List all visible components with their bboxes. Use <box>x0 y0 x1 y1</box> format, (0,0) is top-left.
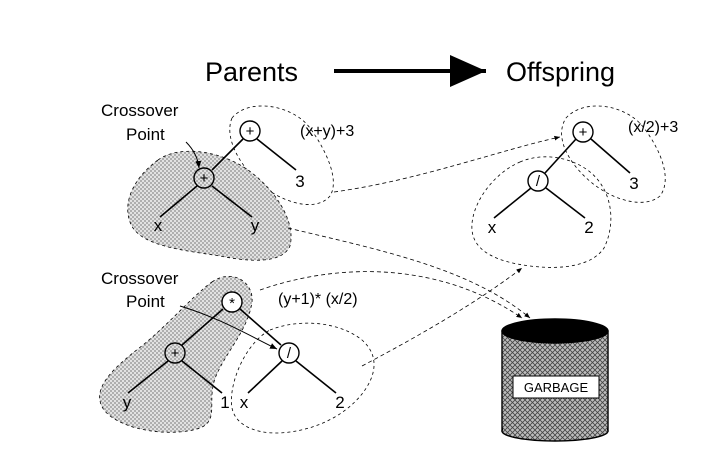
offspring-tree: + / 3 x 2 (x/2)+3 <box>471 105 678 268</box>
parents-title: Parents <box>205 57 298 87</box>
parent1-inner-symbol: + <box>200 170 209 187</box>
parent1-crossover-label-2: Point <box>126 125 165 144</box>
edge <box>211 138 244 171</box>
parent1-inner-node <box>193 167 215 189</box>
parent1-crossover-label-1: Crossover <box>101 101 179 120</box>
edge <box>239 308 282 346</box>
edge <box>127 360 169 394</box>
parent1-crossover-pointer <box>185 141 202 169</box>
parent2-root-node <box>221 291 243 313</box>
edge <box>247 360 283 394</box>
offspring-root-node <box>572 121 594 143</box>
parent2-left-inner-symbol: + <box>171 345 180 362</box>
parent1-tree: + + 3 x y (x+y)+3 Crossover Point <box>101 101 354 261</box>
parent1-leaf-3: 3 <box>295 172 304 191</box>
arrow-p1-subtree-to-garbage <box>287 227 531 319</box>
garbage-label: GARBAGE <box>524 380 589 395</box>
edge <box>181 360 223 394</box>
offspring-leaf-2: 2 <box>584 218 593 237</box>
parent2-expression: (y+1)* (x/2) <box>278 291 358 308</box>
offspring-leaf-3: 3 <box>629 174 638 193</box>
edge <box>181 308 224 346</box>
parent2-leaf-y: y <box>123 393 132 412</box>
parent1-subtree-region <box>127 150 292 261</box>
offspring-root-region <box>561 105 666 203</box>
transfer-arrows <box>259 135 561 367</box>
parent2-leaf-1: 1 <box>220 393 229 412</box>
offspring-subtree-region <box>471 156 612 268</box>
offspring-inner-symbol: / <box>536 173 541 190</box>
parent2-tree: * + / y 1 x 2 (y+1)* (x/2) Crossover Poi… <box>99 269 375 434</box>
offspring-title: Offspring <box>506 57 615 87</box>
offspring-inner-node <box>527 170 549 192</box>
garbage-can: GARBAGE <box>501 318 609 442</box>
parent2-right-inner-node <box>278 342 300 364</box>
edge <box>295 360 337 394</box>
edge <box>493 187 532 219</box>
offspring-root-symbol: + <box>579 124 588 141</box>
parent2-right-inner-symbol: / <box>287 345 292 362</box>
parent1-root-node <box>239 120 261 142</box>
parent2-subtree-region <box>99 276 253 433</box>
parent2-root-symbol: * <box>229 295 235 312</box>
offspring-leaf-x: x <box>488 218 497 237</box>
parent2-left-inner-node <box>164 342 186 364</box>
edge <box>544 138 577 174</box>
parent1-leaf-x: x <box>154 216 163 235</box>
offspring-expression: (x/2)+3 <box>628 119 678 136</box>
parent2-crossover-label-1: Crossover <box>101 269 179 288</box>
parent2-leaf-2: 2 <box>335 393 344 412</box>
edge <box>211 185 253 218</box>
edge <box>159 185 198 218</box>
parent2-crossover-pointer <box>179 305 278 350</box>
parent2-kept-region <box>230 322 375 434</box>
arrow-p1-root-to-offspring <box>333 135 561 193</box>
edge <box>256 138 297 171</box>
parent2-crossover-label-2: Point <box>126 292 165 311</box>
parent1-leaf-y: y <box>251 216 260 235</box>
parent1-expression: (x+y)+3 <box>300 123 354 140</box>
arrow-p2-subtree-to-offspring <box>361 267 523 367</box>
edge <box>545 187 586 219</box>
parent2-leaf-x: x <box>240 393 249 412</box>
edge <box>590 138 631 174</box>
parent1-root-symbol: + <box>246 123 255 140</box>
